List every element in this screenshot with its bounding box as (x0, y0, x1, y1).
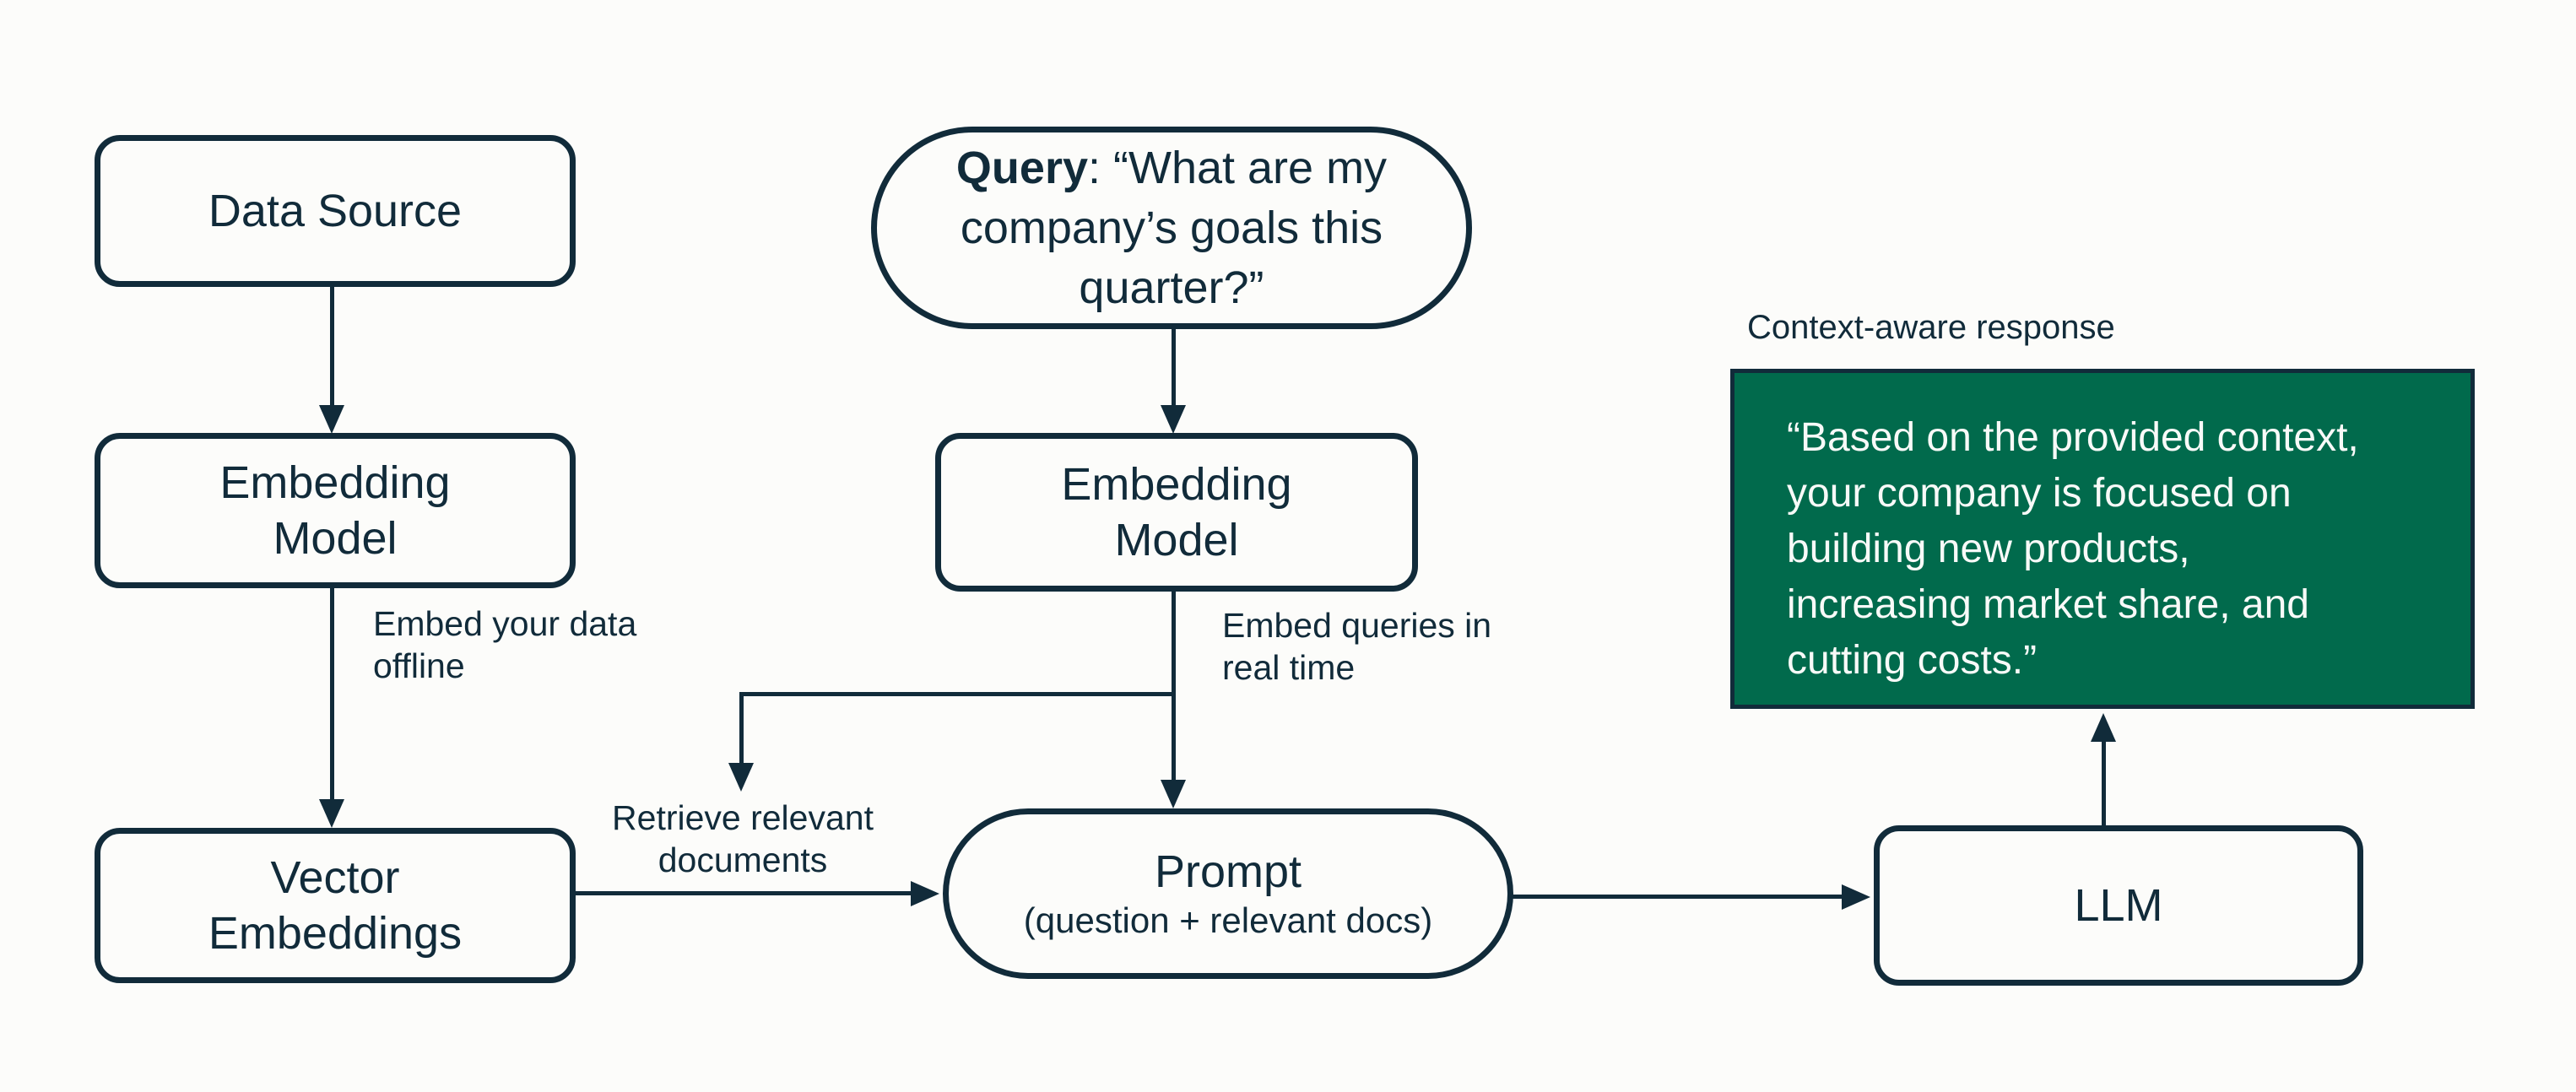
arrow-embedding-to-prompt-line (1172, 590, 1176, 781)
arrow-embedding-to-prompt-head (1161, 780, 1186, 808)
arrow-embedding-to-vector-line (330, 587, 334, 801)
branch-retrieve-vertical-line (739, 692, 744, 765)
annotation-embed-queries-real-time: Embed queries in real time (1222, 606, 1492, 687)
node-query: Query: “What are my company’s goals this… (871, 127, 1472, 329)
arrow-llm-to-response-head (2091, 713, 2116, 742)
arrow-data-source-to-embedding-head (319, 405, 344, 434)
annotation-embed-your-data-offline: Embed your data offline (373, 604, 637, 685)
arrow-data-source-to-embedding-line (330, 285, 334, 407)
node-prompt: Prompt (question + relevant docs) (943, 808, 1513, 979)
query-label: Query: “What are my company’s goals this… (956, 138, 1387, 318)
context-aware-response-caption: Context-aware response (1747, 309, 2115, 346)
arrow-llm-to-response-line (2102, 742, 2106, 825)
embedding-model-right-label: Embedding Model (1061, 459, 1292, 565)
arrow-vector-to-prompt-head (911, 881, 939, 906)
arrow-prompt-to-llm-line (1512, 895, 1843, 899)
embedding-model-left-label: Embedding Model (219, 457, 451, 564)
arrow-query-to-embedding-line (1172, 326, 1176, 407)
node-embedding-model-right: Embedding Model (935, 433, 1418, 592)
arrow-prompt-to-llm-head (1842, 884, 1870, 910)
query-bold-word: Query (955, 142, 1088, 193)
data-source-label: Data Source (208, 186, 463, 236)
node-data-source: Data Source (95, 135, 576, 287)
node-context-aware-response: “Based on the provided context, your com… (1730, 369, 2475, 709)
response-quote-text: “Based on the provided context, your com… (1787, 415, 2359, 683)
query-text: : “What are my company’s goals this quar… (960, 142, 1388, 313)
node-embedding-model-left: Embedding Model (95, 433, 576, 588)
node-vector-embeddings: Vector Embeddings (95, 828, 576, 983)
vector-embeddings-label: Vector Embeddings (208, 852, 463, 959)
branch-retrieve-horizontal-line (739, 692, 1176, 696)
arrow-embedding-to-vector-head (319, 799, 344, 828)
prompt-title: Prompt (1154, 846, 1302, 897)
annotation-retrieve-relevant-documents: Retrieve relevant documents (612, 798, 874, 879)
llm-label: LLM (2074, 880, 2163, 931)
node-llm: LLM (1874, 825, 2363, 986)
arrow-vector-to-prompt-line (576, 891, 912, 895)
arrow-query-to-embedding-head (1161, 405, 1186, 434)
prompt-subtitle: (question + relevant docs) (1023, 900, 1433, 940)
branch-retrieve-head (728, 763, 754, 792)
